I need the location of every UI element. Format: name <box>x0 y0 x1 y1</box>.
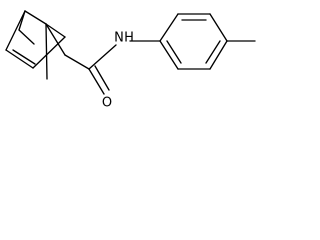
amide-group: O N H <box>64 31 161 111</box>
molecule-drawing: O N H <box>0 0 260 113</box>
bond-carbonyl-carbon-to-nitrogen <box>88 44 117 70</box>
bond-alkene-carbon-to-bridgehead <box>32 36 66 69</box>
bond-c2-to-c3 <box>45 23 66 56</box>
ring-double-bond-inner-2 <box>205 40 221 64</box>
meta-tolyl-ring <box>159 13 256 70</box>
bond-methylene-bridge-to-bridgehead <box>18 29 35 45</box>
ring-bond-6 <box>159 40 179 70</box>
bond-bridgehead-to-c2 <box>24 10 47 25</box>
bond-carbonyl-double-1 <box>88 68 105 95</box>
chemical-structure-figure: O N H <box>0 0 260 113</box>
oxygen-atom-label: O <box>102 96 112 111</box>
bond-cage-methyl <box>45 23 48 80</box>
bond-alkene-double-outer <box>5 49 34 69</box>
bond-bridgehead-to-c3 <box>45 23 66 38</box>
amide-hydrogen-label: H <box>124 31 134 46</box>
bond-bridgehead-to-alkene-carbon <box>5 10 26 51</box>
bond-carbonyl-double-2 <box>94 65 110 91</box>
ring-double-bond-inner-3 <box>166 40 182 64</box>
canvas-background <box>0 0 260 113</box>
ring-bond-4 <box>209 40 228 70</box>
bond-alkene-double-inner <box>12 49 36 65</box>
ring-bond-1 <box>159 13 179 42</box>
bond-cage-to-carbonyl-carbon <box>64 54 90 70</box>
norbornene-cage <box>5 10 66 69</box>
amide-nitrogen-label: N <box>114 31 124 46</box>
ring-bond-3 <box>209 13 228 42</box>
